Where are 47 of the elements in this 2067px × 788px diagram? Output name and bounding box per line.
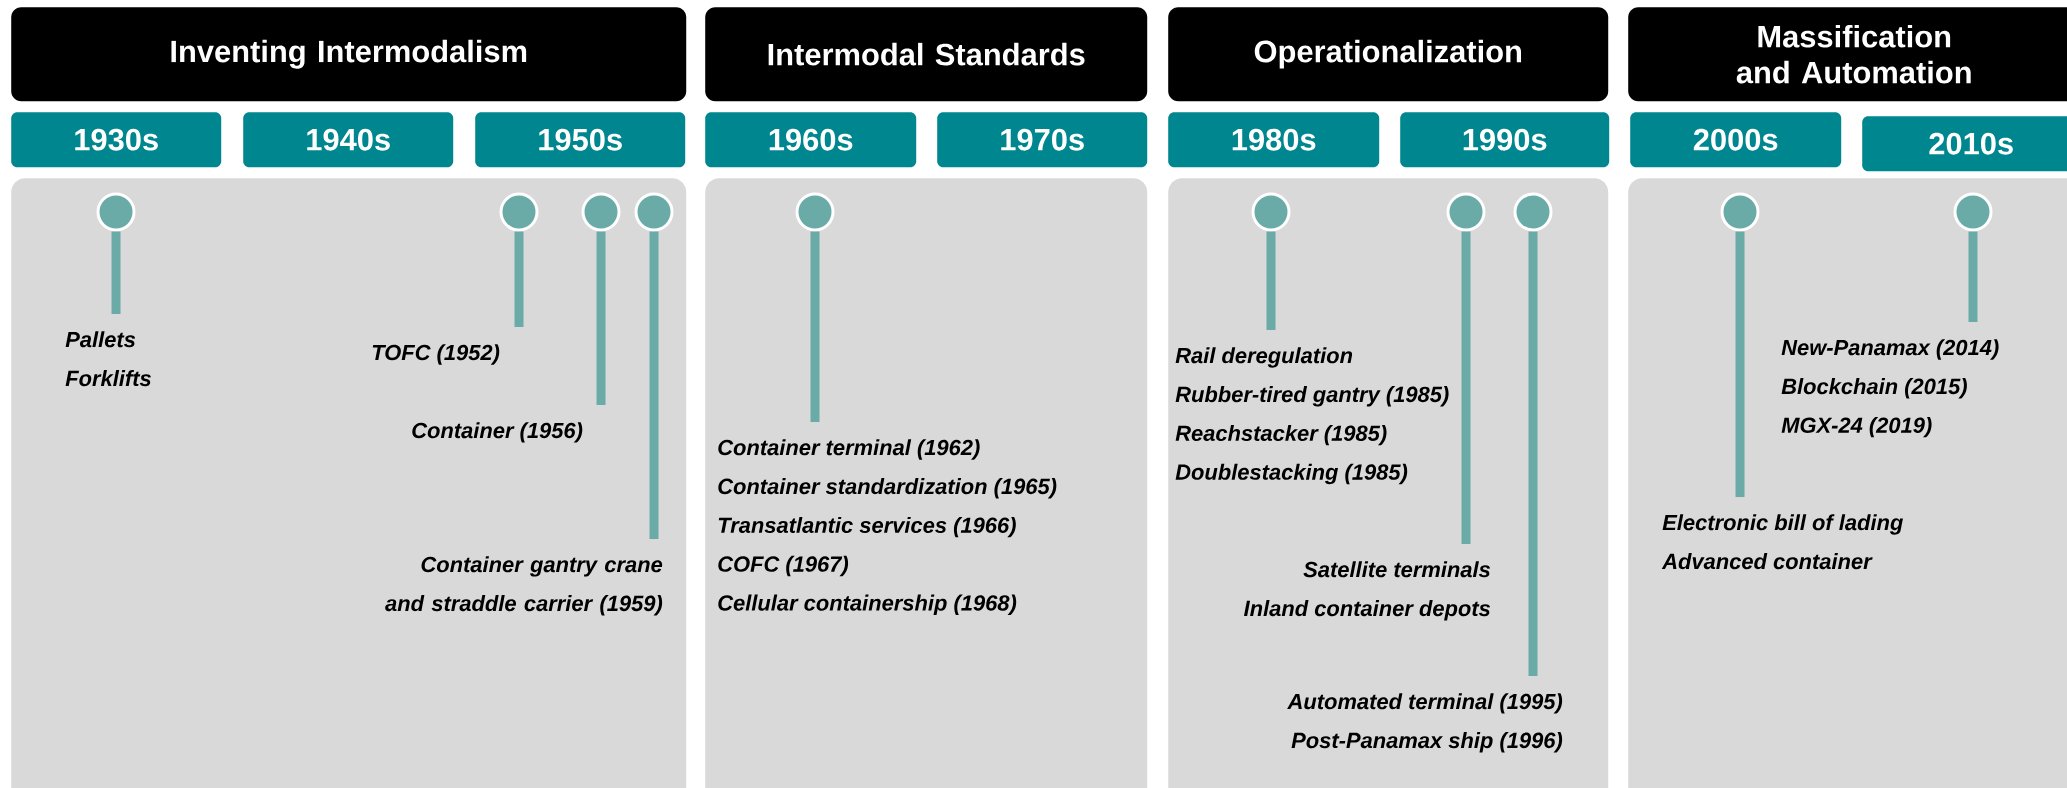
milestone-text: New-Panamax (2014) Blockchain (2015) MGX-24 (2019): [1781, 339, 1999, 438]
milestone-text: Automated terminal (1995) Post-Panamax ship (1996): [1287, 693, 1563, 753]
timeline-pin: [1513, 192, 1553, 232]
decade-box: 1990s: [1400, 112, 1610, 168]
decade-box: 2010s: [1862, 116, 2067, 172]
era-header: Operationalization: [1168, 7, 1609, 102]
pin-line: [596, 231, 606, 405]
pin-line: [810, 231, 820, 422]
panel-background: [1168, 178, 1609, 788]
decade-box: 1940s: [243, 112, 454, 168]
milestone-text: Rail deregulation Rubber-tired gantry (1985) Reachstacker (1985) Doublestacking (1985): [1175, 347, 1449, 485]
milestone-text: Pallets Forklifts: [65, 331, 151, 387]
milestone-text: Satellite terminals Inland container depots: [1244, 561, 1491, 621]
milestone-text: Electronic bill of lading Advanced container: [1661, 514, 1903, 570]
panel-background: [11, 178, 687, 788]
pin-line: [1735, 231, 1745, 497]
panel-background: [1628, 178, 2067, 788]
timeline-pin: [634, 192, 674, 232]
pin-line: [1968, 231, 1978, 322]
timeline-pin: [1251, 192, 1291, 232]
timeline-pin: [1953, 192, 1993, 232]
decade-box: 1970s: [937, 112, 1148, 168]
panel-background: [705, 178, 1148, 788]
era-header: Intermodal Standards: [705, 7, 1148, 102]
pin-line: [649, 231, 659, 539]
decade-box: 1960s: [705, 112, 917, 168]
timeline-pin: [499, 192, 539, 232]
pin-line: [1266, 231, 1276, 330]
milestone-text: TOFC (1952): [372, 344, 500, 365]
pin-line: [1528, 231, 1538, 676]
timeline-pin: [96, 192, 136, 232]
decade-box: 1950s: [475, 112, 686, 168]
milestone-text: Container gantry crane and straddle carrier (1959): [385, 556, 663, 616]
milestone-text: Container terminal (1962) Container standardization (1965) Transatlantic services (1966) COFC (1967) Cellular containership (1968): [718, 439, 1057, 616]
pin-line: [514, 231, 524, 327]
timeline-pin: [1446, 192, 1486, 232]
decade-box: 2000s: [1630, 112, 1842, 168]
decade-box: 1930s: [11, 112, 222, 168]
decade-box: 1980s: [1168, 112, 1380, 168]
pin-line: [1461, 231, 1471, 544]
era-header: Massification and Automation: [1628, 7, 2067, 102]
timeline-pin: [581, 192, 621, 232]
era-header: Inventing Intermodalism: [11, 7, 687, 102]
pin-line: [111, 231, 121, 314]
timeline-pin: [1720, 192, 1760, 232]
milestone-text: Container (1956): [412, 422, 583, 443]
timeline-pin: [795, 192, 835, 232]
